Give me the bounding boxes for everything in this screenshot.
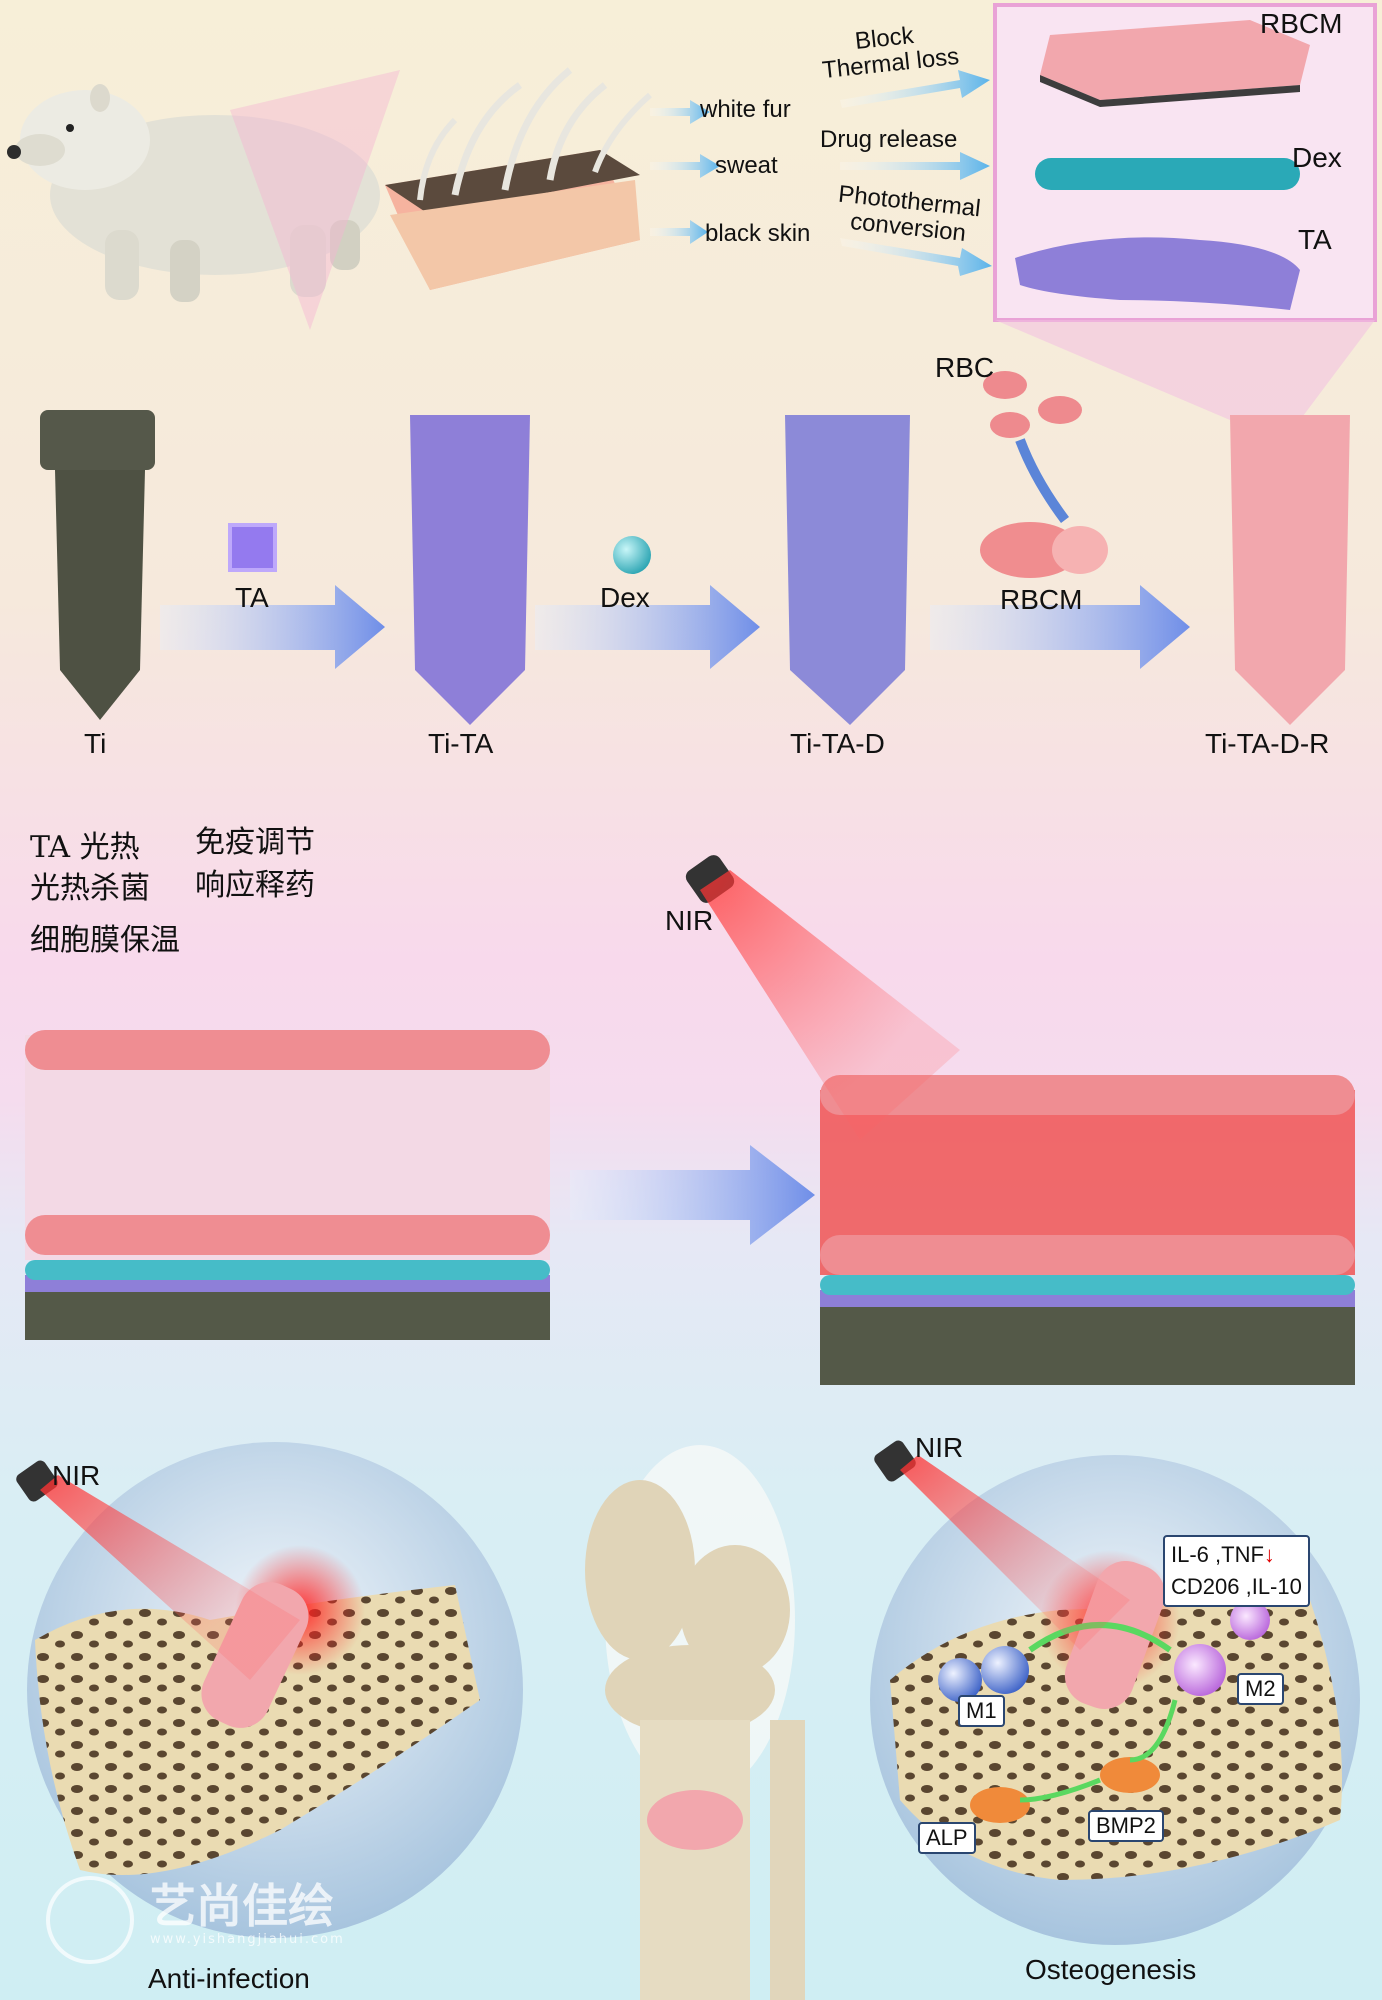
skin-cross-section [230, 67, 652, 330]
reagent-label-rbc: RBC [935, 352, 995, 383]
reagent-label-ta: TA [235, 582, 269, 613]
label-white-fur: white fur [700, 96, 791, 123]
osteogenesis-circle [870, 1455, 1360, 1945]
nir-label-right: NIR [915, 1432, 964, 1463]
layer-inset-box [993, 3, 1377, 420]
nir-label-left: NIR [52, 1460, 101, 1491]
membrane-arrow [570, 1145, 815, 1245]
watermark-logo [46, 1876, 134, 1964]
implant-ti-ta [410, 415, 530, 725]
implant-ti [40, 410, 155, 720]
cytokine-box: IL-6 ,TNF↓ CD206 ,IL-10 [1163, 1535, 1310, 1607]
nir-laser-right [874, 1440, 1130, 1650]
cytokine-up: CD206 ,IL-10 [1171, 1574, 1302, 1599]
nir-label-mechanism: NIR [665, 905, 714, 936]
membrane-after [820, 1075, 1355, 1385]
dex-bead-icon [613, 536, 651, 574]
dex-bead-row [1035, 158, 1300, 190]
stage-label-ti-ta-d-r: Ti-TA-D-R [1205, 728, 1330, 759]
watermark-cn: 艺尚佳绘 [150, 1879, 334, 1933]
membrane-before [25, 1030, 550, 1340]
polar-bear-illustration [7, 84, 380, 302]
stage-label-ti: Ti [84, 728, 107, 759]
caption-anti-infection: Anti-infection [148, 1963, 310, 1994]
cytokine-down: IL-6 ,TNF [1171, 1542, 1264, 1567]
cell-label-m1: M1 [958, 1695, 1005, 1727]
layer-label-ta: TA [1298, 224, 1332, 255]
reagent-label-dex: Dex [600, 582, 650, 613]
implant-ti-ta-d-r [1230, 415, 1350, 725]
watermark-url: www.yishangjiahui.com [150, 1932, 345, 1947]
label-black-skin: black skin [705, 220, 811, 247]
cell-label-m2: M2 [1237, 1673, 1284, 1705]
cn-membrane-insulation: 细胞膜保温 [30, 923, 180, 958]
implant-ti-ta-d [785, 415, 910, 725]
label-sweat: sweat [715, 152, 778, 179]
label-drug-release: Drug release [820, 126, 958, 153]
stage-label-ti-ta-d: Ti-TA-D [790, 728, 885, 759]
layer-label-dex: Dex [1292, 142, 1342, 173]
nir-laser-left [16, 1460, 300, 1680]
nir-laser-mechanism [685, 855, 960, 1140]
cn-photothermal-sterilization: 光热杀菌 [30, 871, 150, 906]
cn-responsive-release: 响应释药 [195, 868, 315, 903]
caption-osteogenesis: Osteogenesis [1025, 1954, 1197, 1985]
stage-label-ti-ta: Ti-TA [428, 728, 494, 759]
cn-immune-regulation: 免疫调节 [195, 825, 315, 860]
knee-joint [585, 1445, 805, 2000]
down-arrow-icon: ↓ [1263, 1542, 1275, 1567]
rbc-cells [980, 371, 1108, 578]
fab-arrows [160, 585, 1190, 669]
fur-arrows [650, 70, 992, 276]
cell-label-alp: ALP [918, 1822, 976, 1854]
layer-label-rbcm: RBCM [1260, 8, 1343, 39]
ta-cube-icon [228, 523, 277, 572]
reagent-label-rbcm: RBCM [1000, 584, 1083, 615]
cn-ta-photothermal: TA 光热 [30, 830, 140, 865]
cell-label-bmp2: BMP2 [1088, 1810, 1164, 1842]
